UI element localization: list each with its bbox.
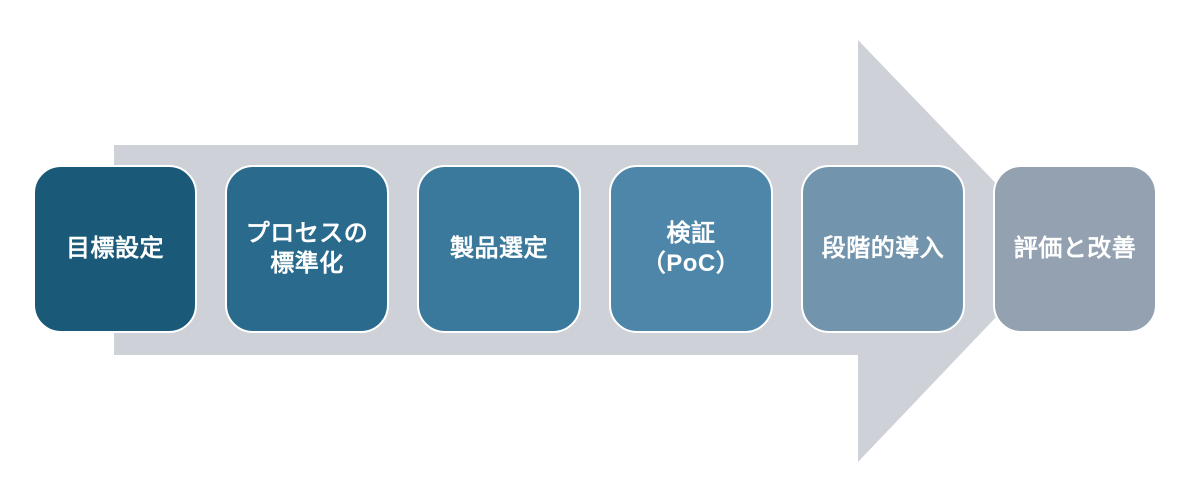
process-step-6: 評価と改善 (993, 165, 1157, 333)
process-step-6-label: 評価と改善 (1013, 235, 1137, 262)
process-step-5: 段階的導入 (801, 165, 965, 333)
process-step-5-label: 段階的導入 (821, 235, 945, 262)
process-step-2: プロセスの 標準化 (225, 165, 389, 333)
right-arrow-shape (114, 40, 1060, 462)
process-step-1: 目標設定 (33, 165, 197, 333)
process-step-1-label: 目標設定 (66, 235, 164, 262)
process-step-4: 検証 （PoC） (609, 165, 773, 333)
process-step-4-label: 検証 （PoC） (641, 220, 741, 277)
process-step-3-label: 製品選定 (450, 235, 548, 262)
process-step-2-label: プロセスの 標準化 (245, 220, 369, 277)
process-step-3: 製品選定 (417, 165, 581, 333)
